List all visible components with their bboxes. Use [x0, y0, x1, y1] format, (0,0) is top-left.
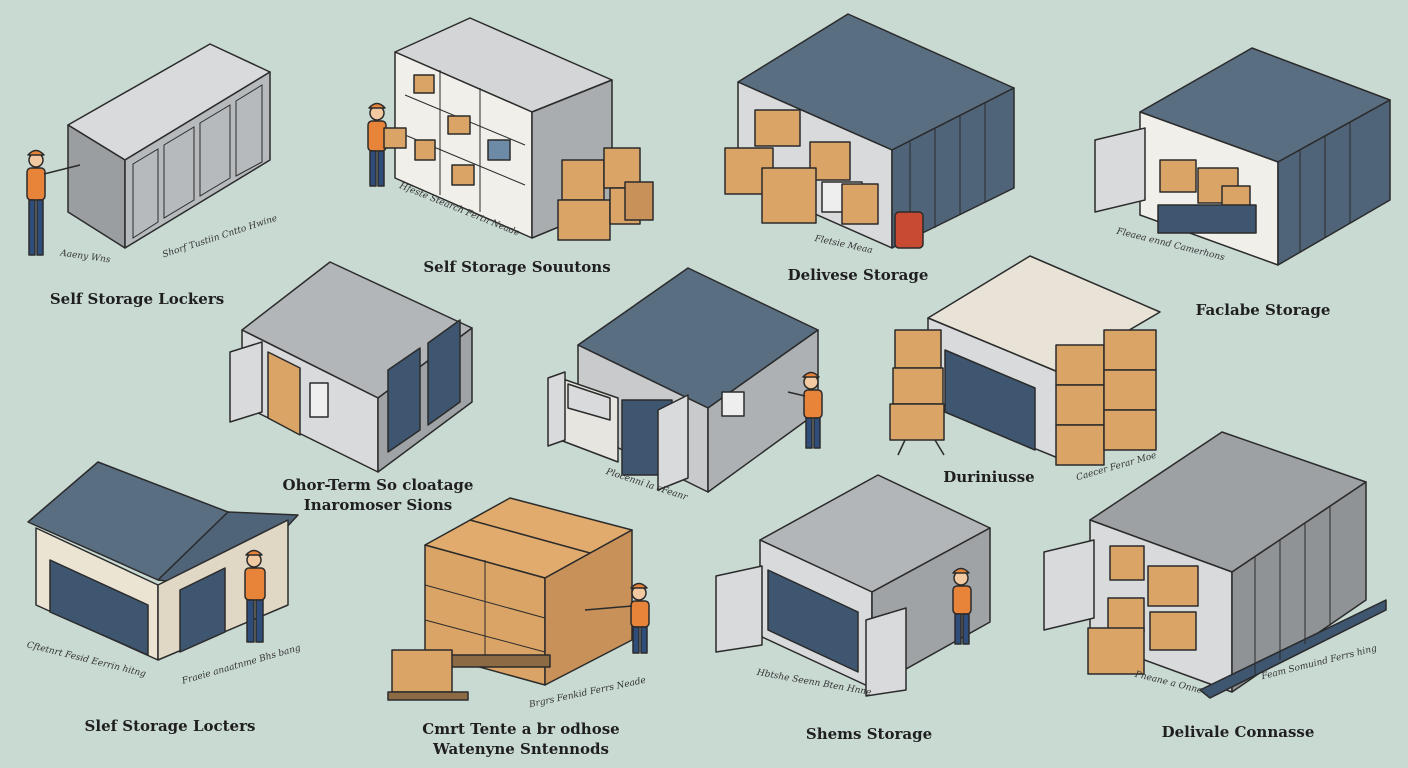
panel-title-line: Slef Storage Locters — [84, 717, 256, 735]
worker-figure — [952, 567, 972, 645]
panel-title-line: Self Storage Souutons — [423, 258, 611, 276]
worker-figure — [367, 102, 407, 187]
gray-shed — [715, 474, 991, 697]
panel-title: Shems Storage — [806, 725, 932, 745]
panel-title-line: Delivese Storage — [787, 266, 929, 284]
panel-title: Faclabe Storage — [1196, 301, 1331, 321]
panel-title-line: Self Storage Lockers — [49, 290, 225, 308]
panel-title-line: Delivale Connasse — [1161, 723, 1315, 741]
worker-figure — [787, 371, 823, 449]
panel-title: Self Storage Lockers — [50, 290, 224, 310]
panel-title: Self Storage Souutons — [423, 258, 610, 278]
box-stack — [557, 147, 654, 241]
open-shelf-unit — [394, 17, 613, 239]
storage-shed — [229, 261, 473, 473]
truck-loading-building — [547, 267, 819, 493]
panel-title-line: Watenyne Sntennods — [433, 739, 609, 758]
worker-figure — [244, 549, 266, 643]
panel-title: Delivese Storage — [788, 266, 929, 286]
worker-figure — [26, 149, 81, 256]
panel-title-line: Shems Storage — [805, 725, 933, 743]
panel-title-line: Inaromoser Sions — [303, 495, 453, 514]
shipping-container — [1043, 431, 1387, 699]
box-stack — [724, 147, 924, 249]
panel-title: Ohor-Term So cloatage Inaromoser Sions — [283, 476, 474, 515]
panel-title-line: Faclabe Storage — [1195, 301, 1331, 319]
panel-title: Delivale Connasse — [1162, 723, 1315, 743]
panel-title: Cmrt Tente a br odhose Watenyne Sntennod… — [422, 720, 619, 759]
box-hand-truck — [889, 329, 945, 456]
panel-title-line: Cmrt Tente a br odhose — [422, 720, 620, 738]
panel-title: Duriniusse — [943, 468, 1034, 488]
roller-door-warehouse — [927, 255, 1161, 466]
panel-title-line: Ohor-Term So cloatage — [282, 476, 474, 494]
panel-title: Slef Storage Locters — [85, 717, 256, 737]
wrapped-pallet — [387, 497, 633, 701]
blue-container — [737, 13, 1015, 249]
locker-cabinet — [67, 43, 271, 249]
panel-title-line: Duriniusse — [943, 468, 1035, 486]
garage-container — [1094, 47, 1391, 266]
worker-figure — [584, 582, 650, 654]
